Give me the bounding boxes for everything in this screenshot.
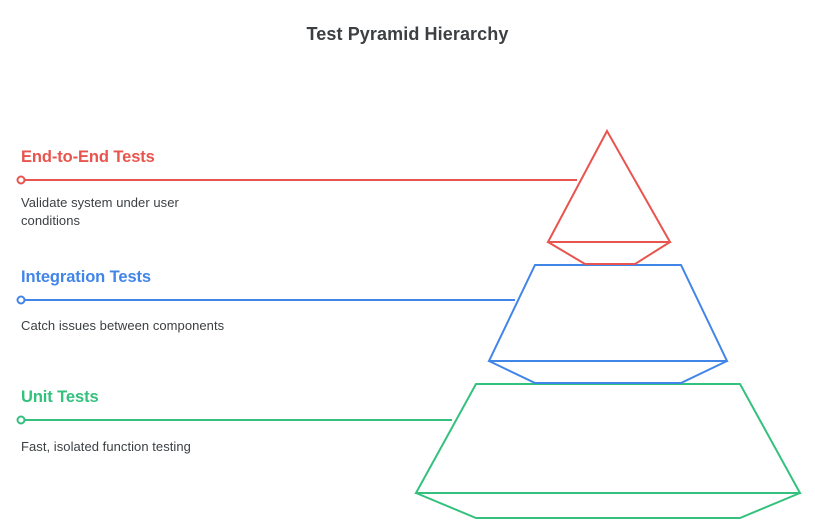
tier-label-integration: Integration Tests <box>21 268 152 286</box>
pyramid-tier-unit-front-face <box>414 383 802 494</box>
pyramid-tier-integration-bottom-face <box>488 360 728 384</box>
leader-line-end-to-end <box>16 175 577 185</box>
leader-dot-end-to-end <box>16 175 26 185</box>
tier-description-unit: Fast, isolated function testing <box>21 439 191 454</box>
pyramid-tier-unit[interactable] <box>414 383 802 519</box>
pyramid-tier-end-to-end[interactable] <box>546 128 672 265</box>
tier-description-integration: Catch issues between components <box>21 318 225 333</box>
pyramid-tier-end-to-end-front-face <box>546 128 672 243</box>
pyramid-tier-integration[interactable] <box>487 264 729 384</box>
page-title: Test Pyramid Hierarchy <box>306 24 509 44</box>
leader-line-unit <box>16 415 452 425</box>
leader-line-integration <box>16 295 515 305</box>
pyramid-tier-unit-bottom-face <box>415 492 801 519</box>
tier-label-end-to-end: End-to-End Tests <box>21 148 155 166</box>
tier-label-unit: Unit Tests <box>21 388 99 406</box>
tier-description-end-to-end: Validate system under user conditions <box>21 195 179 228</box>
leader-dot-integration <box>16 295 26 305</box>
leader-dot-unit <box>16 415 26 425</box>
pyramid-tier-integration-front-face <box>487 264 729 362</box>
pyramid-tier-end-to-end-bottom-face <box>547 241 671 265</box>
